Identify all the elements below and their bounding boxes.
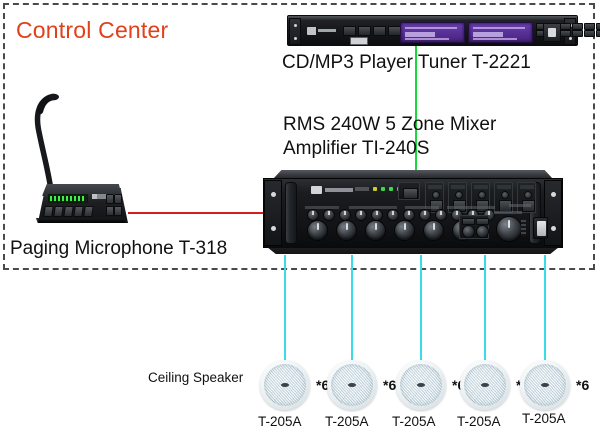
- microphone-base-foot: [35, 218, 127, 223]
- speaker-model-1: T-205A: [258, 414, 302, 429]
- speaker-center-dot-icon: [348, 383, 356, 387]
- microphone-zone-buttons[interactable]: [43, 206, 102, 217]
- microphone-base-unit[interactable]: [28, 182, 133, 230]
- ceiling-speaker-group-label: Ceiling Speaker: [148, 370, 244, 385]
- cd-usb-port-icon: [350, 37, 368, 45]
- microphone-top-panel: [42, 184, 122, 196]
- cd-player-label: CD/MP3 Player Tuner T-2221: [282, 52, 531, 73]
- ceiling-speaker-1[interactable]: [260, 360, 310, 410]
- ceiling-speaker-2[interactable]: [327, 360, 377, 410]
- amplifier-brand-logo-icon: [311, 186, 353, 194]
- speaker-model-3: T-205A: [392, 414, 436, 429]
- ceiling-speaker-4[interactable]: [460, 360, 510, 410]
- speaker-center-dot-icon: [281, 383, 289, 387]
- ceiling-speaker-3[interactable]: [396, 360, 446, 410]
- speaker-model-5: T-205A: [522, 411, 566, 426]
- amplifier-led-caption: [355, 187, 369, 191]
- cd-brand-logo-icon: [307, 27, 337, 35]
- cd-top-bezel: [288, 16, 577, 20]
- microphone-led-display: [48, 194, 88, 203]
- control-center-frame: [3, 3, 595, 270]
- speaker-center-dot-icon: [481, 383, 489, 387]
- cd-display-right: [468, 22, 533, 43]
- amplifier-power-switch[interactable]: [533, 217, 548, 239]
- amplifier-label: RMS 240W 5 Zone Mixer Amplifier TI-240S: [283, 113, 496, 161]
- speaker-line-zone-1: [284, 255, 286, 363]
- audio-link-cd-to-amplifier: [415, 44, 417, 172]
- amplifier-top-surface: [273, 170, 553, 179]
- amplifier-zone-module-5[interactable]: [517, 182, 536, 213]
- amplifier-source-select-module[interactable]: [398, 182, 420, 200]
- amplifier-rack-ear-left: [264, 180, 282, 246]
- speaker-line-zone-4: [484, 255, 486, 363]
- amplifier-volume-knobs[interactable]: [307, 220, 473, 241]
- amplifier-zone-module-2[interactable]: [448, 182, 467, 213]
- amplifier-master-caption: [494, 211, 522, 214]
- cd-mp3-player-device[interactable]: [287, 15, 600, 46]
- amplifier-handle-left[interactable]: [285, 182, 297, 244]
- speaker-line-zone-2: [351, 255, 353, 363]
- speaker-quantity-2: *6: [383, 377, 397, 393]
- amplifier-vent-grille: [521, 220, 526, 236]
- amplifier-terminal-caption: [509, 204, 531, 207]
- cd-power-button[interactable]: [543, 23, 561, 42]
- speaker-center-dot-icon: [541, 383, 549, 387]
- control-center-title: Control Center: [16, 17, 169, 43]
- mixer-amplifier-device[interactable]: [263, 170, 563, 256]
- speaker-model-4: T-205A: [457, 414, 501, 429]
- microphone-function-buttons[interactable]: [106, 194, 122, 217]
- speaker-line-zone-5: [544, 255, 546, 363]
- speaker-quantity-5: *6: [576, 377, 590, 393]
- amplifier-base-shadow: [267, 247, 559, 254]
- amplifier-rack-ear-right: [544, 180, 562, 246]
- speaker-line-zone-3: [420, 255, 422, 363]
- cd-display-left: [400, 22, 465, 43]
- amplifier-label-line2: Amplifier TI-240S: [283, 138, 430, 159]
- speaker-center-dot-icon: [417, 383, 425, 387]
- amplifier-master-volume-knob[interactable]: [496, 216, 522, 242]
- microphone-gooseneck-icon: [34, 93, 59, 193]
- cd-rack-ear-left: [289, 18, 301, 45]
- speaker-quantity-1: *6: [316, 377, 330, 393]
- microphone-label: Paging Microphone T-318: [10, 238, 228, 259]
- speaker-model-2: T-205A: [325, 414, 369, 429]
- audio-link-microphone-to-amplifier: [128, 212, 270, 214]
- amplifier-zone-module-1[interactable]: [425, 182, 444, 213]
- amplifier-tone-control-module[interactable]: [459, 215, 489, 239]
- paging-microphone-device[interactable]: [20, 92, 145, 232]
- ceiling-speaker-5[interactable]: [520, 360, 570, 410]
- amplifier-label-line1: RMS 240W 5 Zone Mixer: [283, 114, 497, 135]
